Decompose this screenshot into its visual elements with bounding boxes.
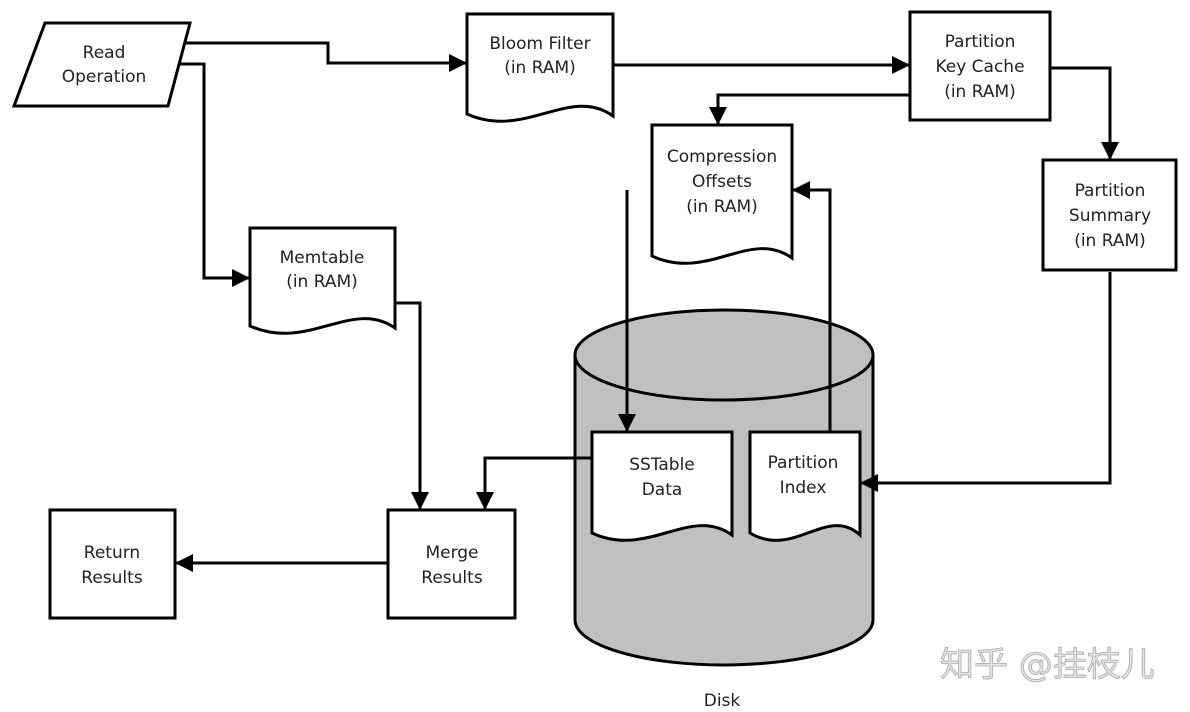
svg-text:SSTable: SSTable <box>629 455 695 475</box>
arrowhead-memtable <box>232 269 250 287</box>
svg-text:(in RAM): (in RAM) <box>504 58 576 78</box>
arrowhead-offsets <box>709 107 727 125</box>
node-return-results: Return Results <box>48 508 177 620</box>
svg-text:(in RAM): (in RAM) <box>686 197 758 217</box>
node-memtable: Memtable (in RAM) <box>248 226 397 335</box>
edge-keycache-to-summary <box>1050 66 1112 160</box>
node-partition-summary: Partition Summary (in RAM) <box>1041 158 1178 272</box>
svg-text:Partition: Partition <box>1075 181 1146 201</box>
arrowhead-summary <box>1101 142 1119 160</box>
edge-read-to-bloom <box>183 41 467 65</box>
svg-text:Data: Data <box>642 480 683 500</box>
svg-text:(in RAM): (in RAM) <box>286 272 358 292</box>
node-merge-results: Merge Results <box>386 508 517 620</box>
watermark: 知乎 @挂枝儿 <box>940 645 1155 685</box>
arrowheads <box>175 54 1119 572</box>
edge-read-to-memtable <box>172 62 250 280</box>
arrowhead-return <box>175 554 193 572</box>
svg-text:Summary: Summary <box>1069 206 1151 226</box>
svg-text:Results: Results <box>421 568 483 588</box>
node-partition-key-cache: Partition Key Cache (in RAM) <box>908 10 1052 122</box>
svg-text:(in RAM): (in RAM) <box>1074 231 1146 251</box>
svg-text:Return: Return <box>84 543 140 563</box>
svg-text:(in RAM): (in RAM) <box>944 82 1016 102</box>
arrowhead-sstable <box>618 414 636 432</box>
node-bloom-filter: Bloom Filter (in RAM) <box>465 12 615 123</box>
edge-summary-to-index <box>860 272 1112 485</box>
svg-text:Operation: Operation <box>62 67 147 87</box>
svg-text:Results: Results <box>81 568 143 588</box>
svg-text:Partition: Partition <box>768 453 839 473</box>
svg-text:Partition: Partition <box>945 32 1016 52</box>
edge-keycache-to-offsets <box>716 93 910 125</box>
arrowhead-offsets-right <box>792 181 810 199</box>
node-read-operation: Read Operation <box>11 21 192 108</box>
svg-text:Offsets: Offsets <box>692 172 752 192</box>
arrowhead-merge-left <box>476 492 494 510</box>
arrowhead-keycache <box>892 56 910 74</box>
svg-text:Memtable: Memtable <box>280 248 365 268</box>
node-compression-offsets: Compression Offsets (in RAM) <box>650 123 794 265</box>
svg-text:Bloom Filter: Bloom Filter <box>489 34 590 54</box>
arrowhead-index <box>860 474 878 492</box>
svg-text:Read: Read <box>83 43 126 63</box>
arrowhead-merge-top <box>411 492 429 510</box>
svg-text:Compression: Compression <box>667 147 777 167</box>
arrowhead-bloom <box>449 54 467 72</box>
disk-label: Disk <box>704 691 741 711</box>
svg-text:Key Cache: Key Cache <box>935 57 1024 77</box>
node-partition-index: Partition Index <box>748 430 862 542</box>
node-sstable-data: SSTable Data <box>590 430 734 542</box>
svg-text:Index: Index <box>780 478 827 498</box>
edge-memtable-to-merge <box>395 301 422 510</box>
svg-text:Merge: Merge <box>425 543 478 563</box>
